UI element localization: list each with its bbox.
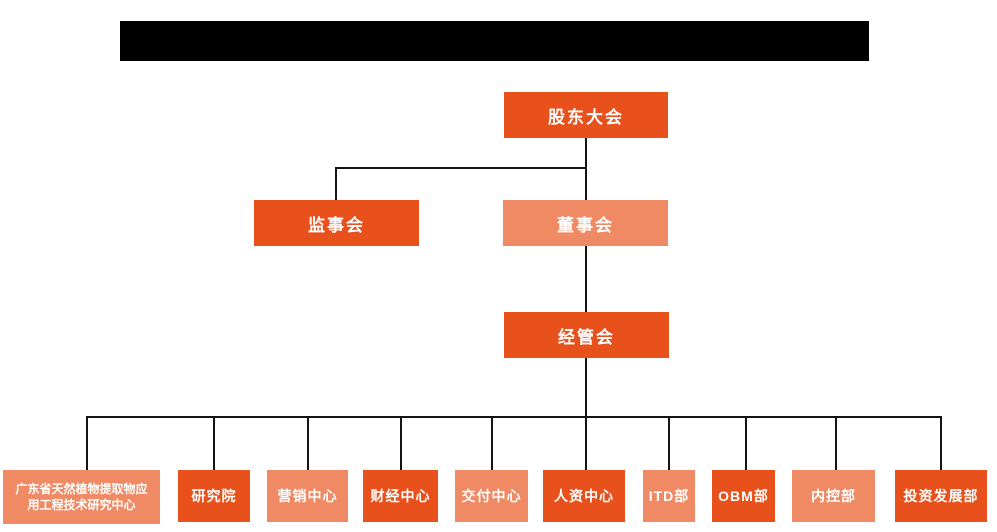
org-node-label: 营销中心 — [277, 488, 338, 504]
org-node-board-of-directors: 董事会 — [503, 200, 668, 246]
org-node-label-line2: 用工程技术研究中心 — [27, 498, 136, 512]
connector-bus — [86, 416, 942, 418]
connector-management-bus — [585, 358, 587, 417]
org-node-label: 董事会 — [557, 215, 614, 235]
org-node-label: 投资发展部 — [903, 488, 979, 504]
drop-internal-control-dept — [835, 416, 837, 470]
org-node-itd-dept: ITD部 — [643, 470, 695, 522]
org-node-investment-development-dept: 投资发展部 — [895, 470, 987, 522]
org-node-label: 股东大会 — [548, 107, 624, 127]
org-node-delivery-center: 交付中心 — [455, 470, 528, 522]
org-node-hr-center: 人资中心 — [543, 470, 625, 522]
org-node-label: OBM部 — [718, 488, 769, 504]
connector-shareholders-down — [585, 138, 587, 200]
drop-hr-center — [585, 416, 587, 470]
org-node-label: 交付中心 — [461, 488, 522, 504]
org-node-label: 经管会 — [558, 327, 615, 347]
org-node-internal-control-dept: 内控部 — [792, 470, 875, 522]
connector-supervisory-drop — [335, 167, 337, 200]
org-node-research-center: 广东省天然植物提取物应 用工程技术研究中心 — [3, 470, 160, 524]
drop-marketing-center — [307, 416, 309, 470]
connector-branch-supervisory — [335, 167, 586, 169]
org-node-label: ITD部 — [648, 488, 690, 504]
org-node-research-institute: 研究院 — [178, 470, 250, 522]
org-node-management-committee: 经管会 — [504, 312, 669, 358]
org-node-label-line1: 广东省天然植物提取物应 — [15, 481, 148, 496]
org-node-label: 内控部 — [811, 488, 856, 504]
drop-itd-dept — [668, 416, 670, 470]
redacted-title-bar — [120, 21, 869, 61]
org-node-label: 监事会 — [308, 215, 365, 235]
org-node-marketing-center: 营销中心 — [267, 470, 348, 522]
drop-finance-center — [400, 416, 402, 470]
drop-obm-dept — [745, 416, 747, 470]
org-node-label: 财经中心 — [370, 488, 431, 504]
connector-board-management — [585, 246, 587, 312]
org-node-supervisory-board: 监事会 — [254, 200, 419, 246]
drop-research-center — [86, 416, 88, 470]
org-node-label: 人资中心 — [554, 488, 614, 504]
drop-investment-dept — [940, 416, 942, 470]
org-node-finance-center: 财经中心 — [363, 470, 438, 522]
drop-delivery-center — [491, 416, 493, 470]
org-node-label: 研究院 — [191, 488, 237, 504]
org-node-obm-dept: OBM部 — [712, 470, 775, 522]
org-node-shareholders-meeting: 股东大会 — [504, 92, 668, 138]
drop-research-institute — [213, 416, 215, 470]
